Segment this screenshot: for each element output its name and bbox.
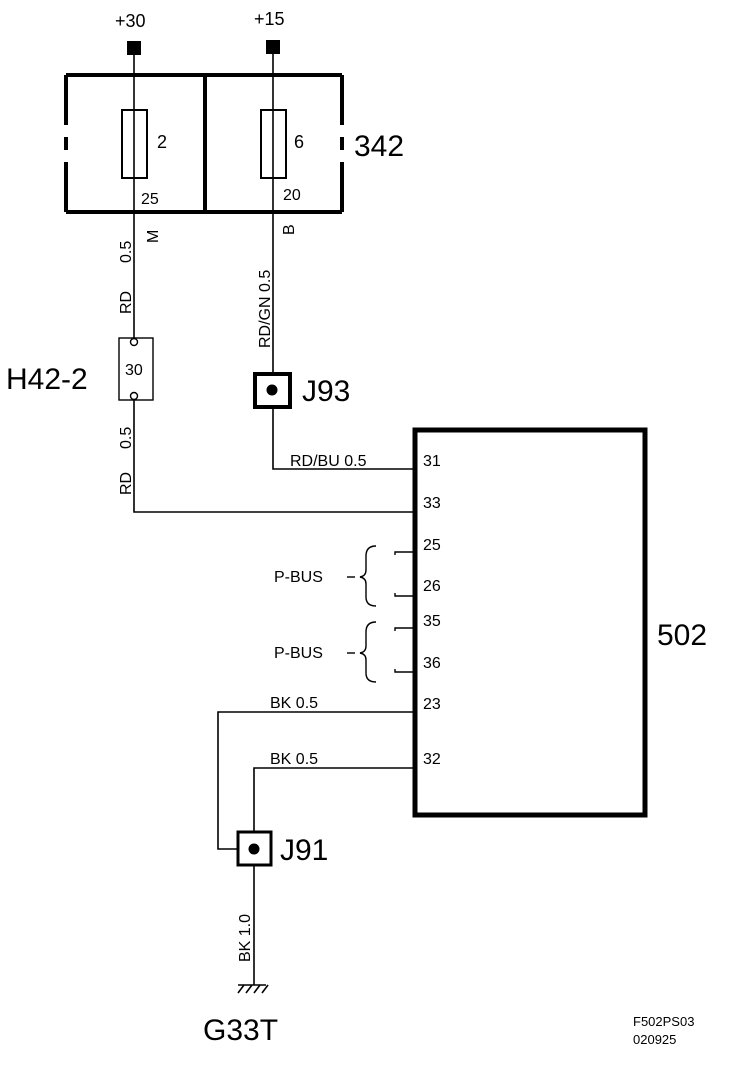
wire-1-color: RD	[118, 291, 135, 314]
wire-2-label: RD/GN 0.5	[257, 270, 274, 348]
module-pin-36: 36	[423, 655, 441, 672]
module-pin-25: 25	[423, 537, 441, 554]
pbus-label-1: P-BUS	[274, 569, 323, 586]
ground-icon	[237, 984, 269, 994]
pbus-label-2: P-BUS	[274, 645, 323, 662]
module-pin-33: 33	[423, 495, 441, 512]
supply-label-15: +15	[254, 9, 285, 29]
wire-1-size: 0.5	[118, 241, 135, 263]
wire-3	[133, 400, 415, 513]
module-id: 502	[657, 619, 707, 652]
wire-3-size: 0.5	[118, 427, 135, 449]
pbus-group-2	[347, 621, 415, 683]
module-pin-23: 23	[423, 696, 441, 713]
drawing-code: F502PS03	[633, 1014, 694, 1029]
drawing-date: 020925	[633, 1032, 676, 1047]
module-502	[412, 427, 648, 818]
wire-5	[217, 711, 415, 850]
wire-7-label: BK 1.0	[237, 914, 254, 962]
fusebox-id: 342	[354, 130, 404, 163]
wire-6-label: BK 0.5	[270, 751, 318, 768]
fuse-6-number: 6	[294, 132, 304, 152]
connector-h42-id: H42-2	[6, 363, 88, 396]
pbus-group-1	[347, 545, 415, 607]
wire-4	[272, 407, 415, 470]
wire-4-label: RD/BU 0.5	[290, 453, 367, 470]
fuse-2-number: 2	[157, 132, 167, 152]
fuse-6-pin: 20	[283, 187, 301, 204]
fuse-2-pin: 25	[141, 191, 159, 208]
module-pin-26: 26	[423, 578, 441, 595]
connector-h42-pin: 30	[125, 362, 143, 379]
ground-id: G33T	[203, 1014, 278, 1047]
wire-3-color: RD	[118, 472, 135, 495]
module-pin-31: 31	[423, 453, 441, 470]
fuse-2-connector: M	[145, 230, 162, 243]
fuse-6-connector: B	[281, 224, 298, 235]
wire-6	[253, 767, 415, 833]
supply-label-30: +30	[115, 11, 146, 31]
supply-terminal-15	[266, 40, 280, 54]
module-pin-32: 32	[423, 751, 441, 768]
junction-j91-id: J91	[280, 834, 328, 867]
wire-5-label: BK 0.5	[270, 695, 318, 712]
module-pin-35: 35	[423, 613, 441, 630]
junction-j93-id: J93	[302, 375, 350, 408]
connector-h42	[118, 337, 154, 401]
fusebox-342	[64, 73, 344, 214]
supply-terminal-30	[127, 41, 141, 55]
